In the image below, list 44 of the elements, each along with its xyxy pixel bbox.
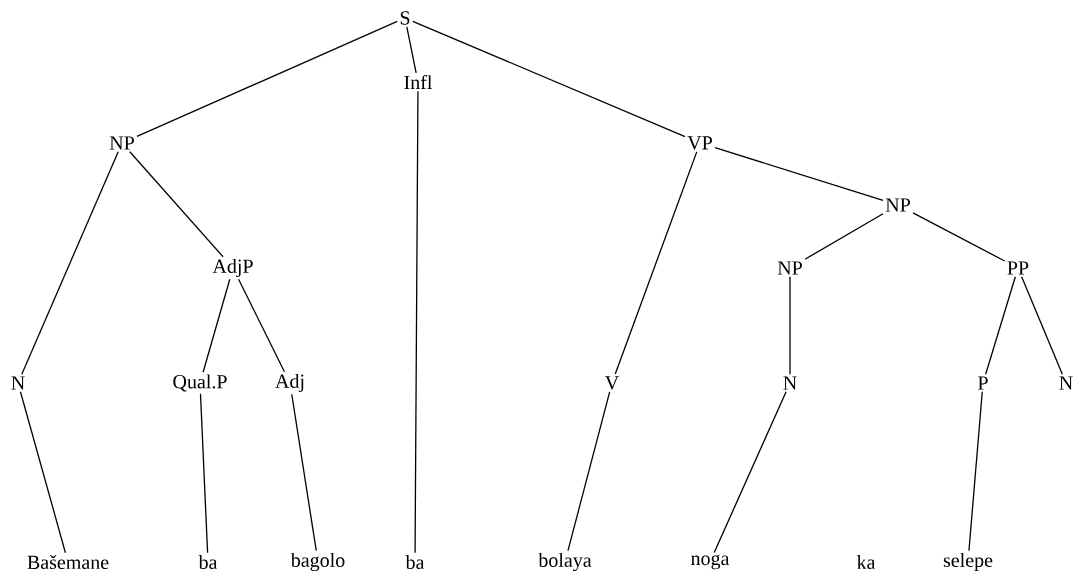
category-label: AdjP	[212, 258, 253, 278]
tree-branch	[414, 90, 419, 554]
tree-branch	[199, 393, 209, 554]
tree-branch	[789, 276, 791, 375]
tree-branch	[412, 20, 686, 138]
tree-branch	[136, 20, 398, 138]
tree-branch	[714, 147, 884, 201]
tree-branch	[291, 393, 317, 552]
tree-branch	[614, 151, 698, 375]
category-label: P	[978, 376, 988, 390]
category-label: Qual.P	[173, 374, 227, 392]
word: bagolo	[290, 552, 345, 572]
word: ba	[405, 554, 425, 569]
tree-branch	[21, 151, 119, 375]
tree-branch	[202, 278, 231, 373]
category-label: NP	[109, 136, 134, 150]
category-label: N	[11, 376, 25, 390]
tree-branch	[567, 391, 611, 552]
category-label: VP	[687, 136, 712, 150]
tree-branch	[19, 391, 67, 554]
category-label: Adj	[275, 373, 304, 393]
word: ka	[856, 554, 876, 569]
category-label: S	[400, 11, 410, 25]
tree-branch	[912, 212, 1006, 262]
word: noga	[691, 554, 730, 570]
word: ba	[198, 554, 218, 569]
category-label: PP	[1007, 261, 1029, 275]
tree-branch	[985, 276, 1016, 375]
category-label: V	[605, 376, 619, 390]
word: bolaya	[538, 552, 592, 572]
tree-branch	[1021, 276, 1063, 375]
tree-branch	[968, 391, 983, 552]
category-label: N	[1059, 376, 1073, 390]
category-label: Infl	[404, 74, 433, 90]
tree-branch	[406, 26, 417, 74]
word: selepe	[943, 552, 993, 572]
tree-branch	[804, 213, 884, 260]
category-label: N	[783, 376, 797, 390]
tree-branch	[237, 278, 286, 373]
word: Bašemane	[27, 554, 109, 570]
tree-branch	[129, 151, 224, 258]
category-label: NP	[885, 198, 910, 212]
category-label: NP	[777, 261, 802, 275]
tree-branch	[713, 391, 787, 554]
